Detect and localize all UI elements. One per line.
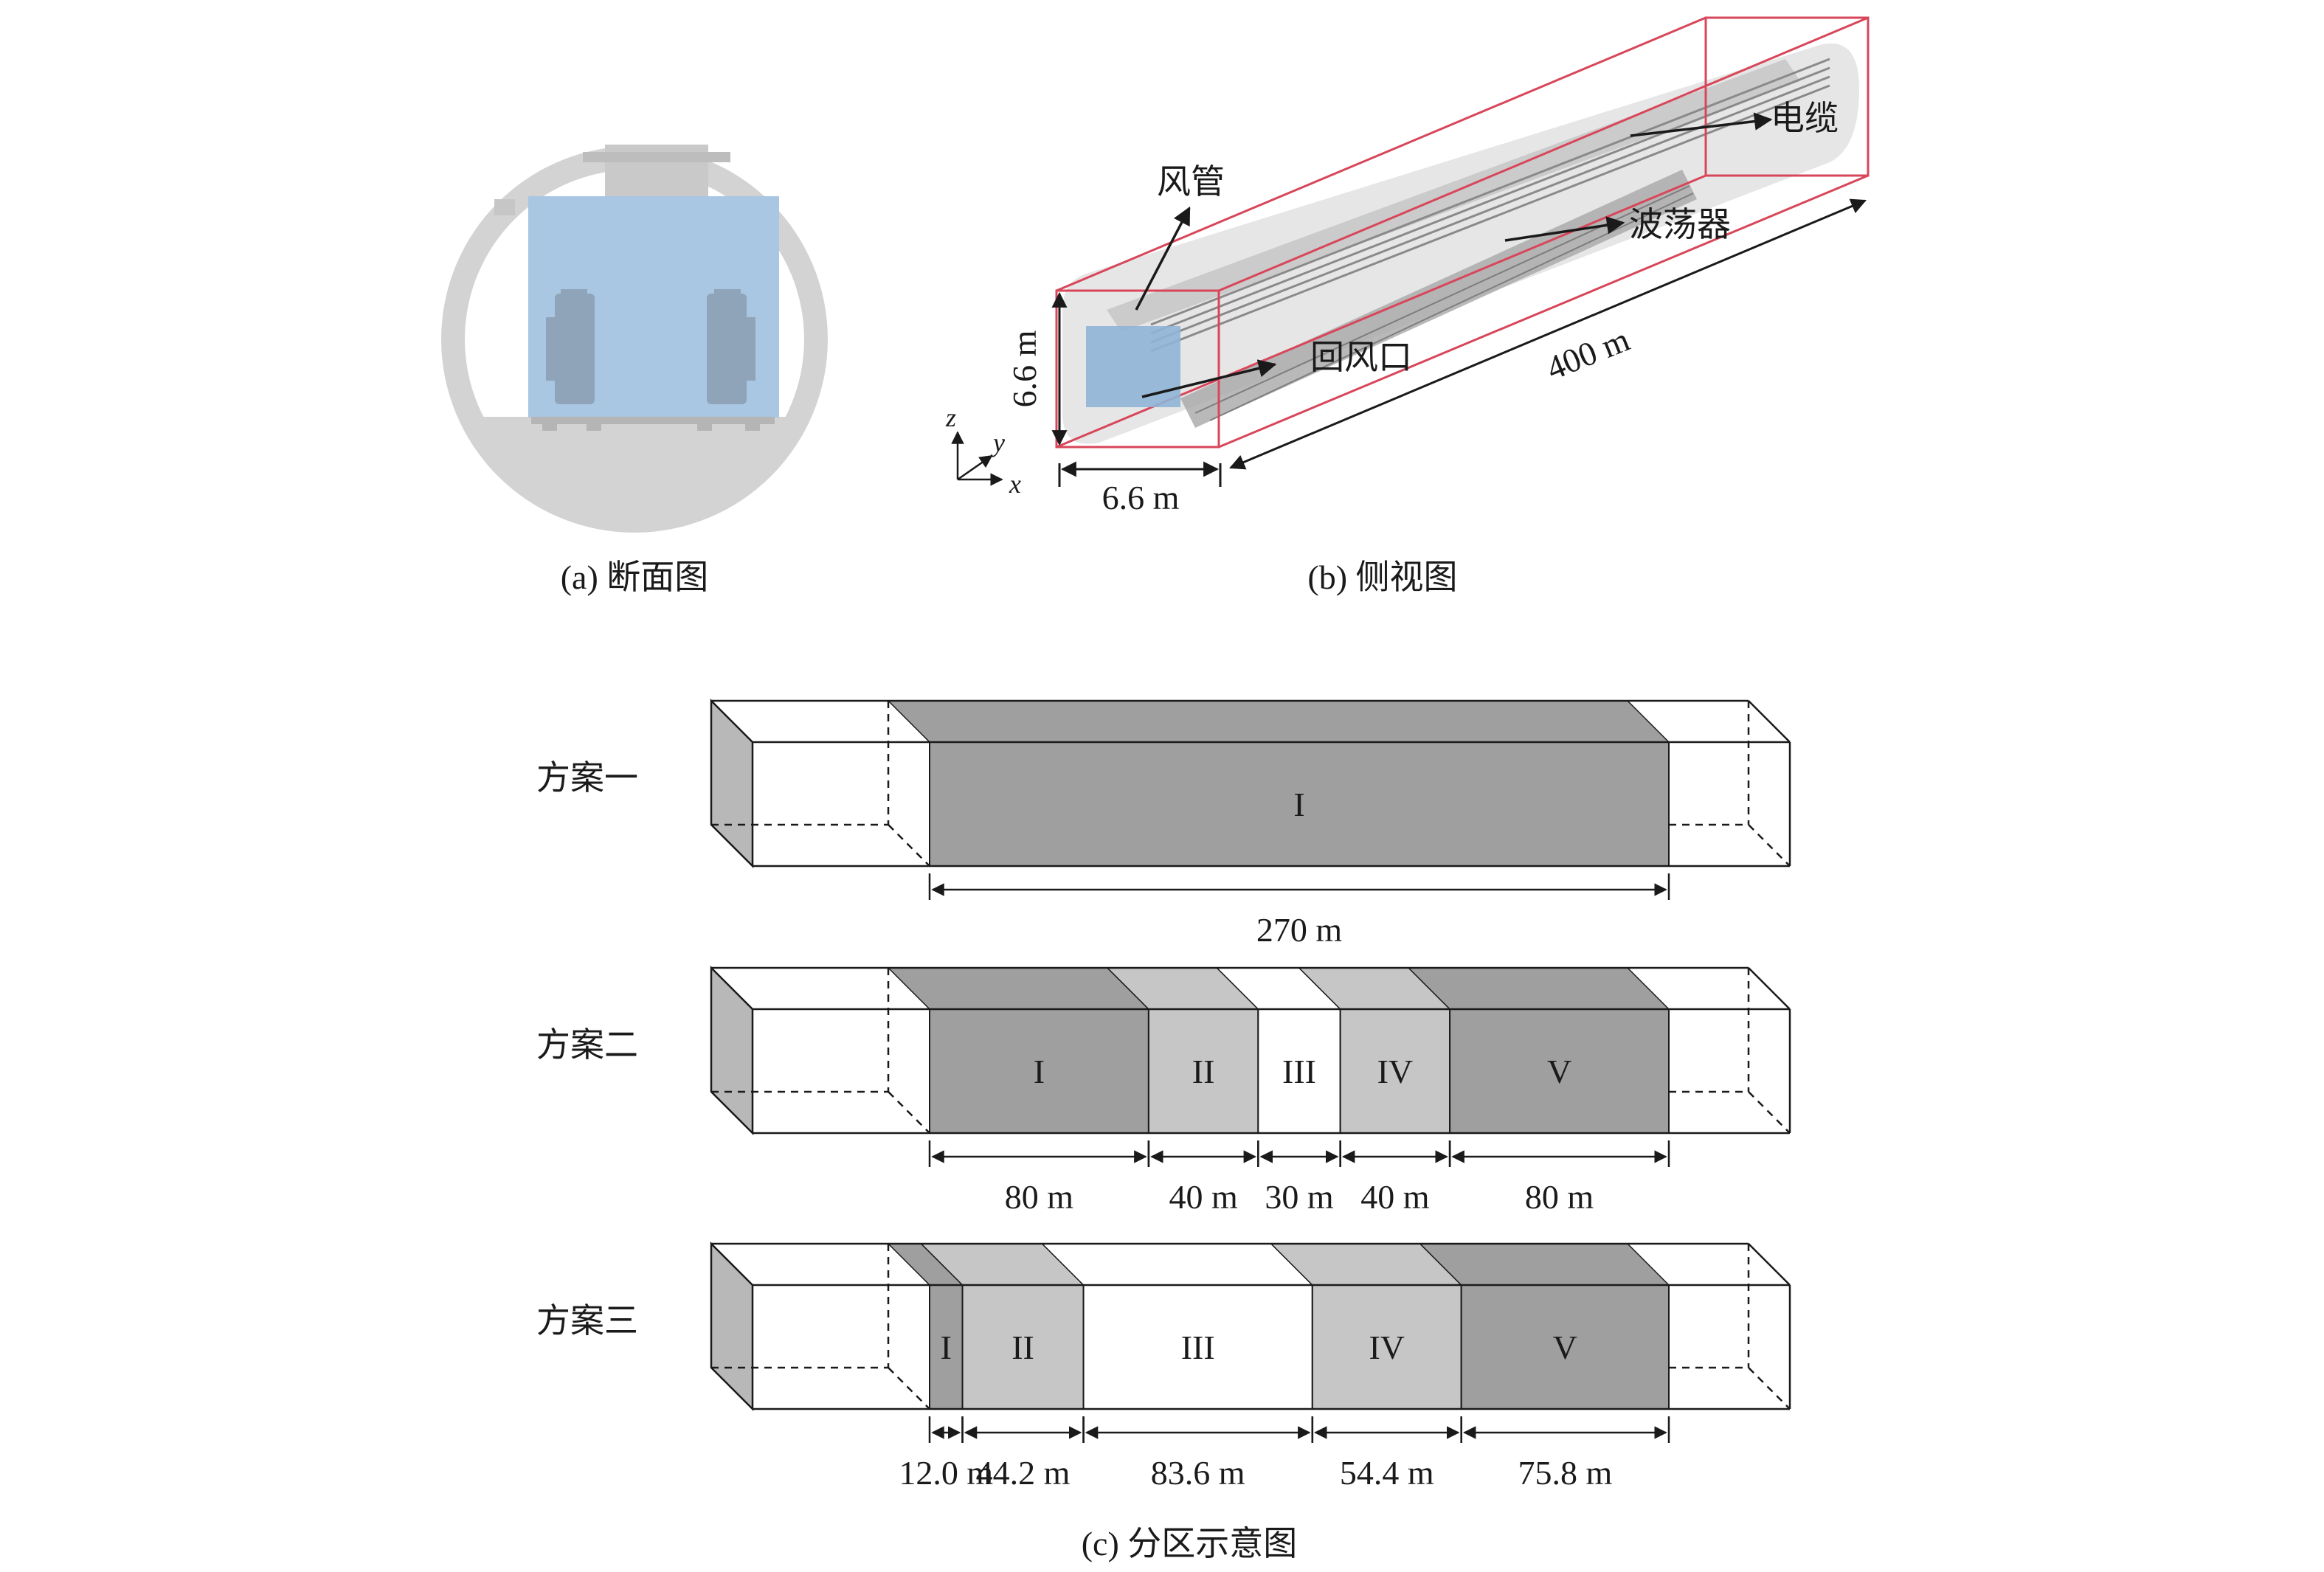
zone-length-label: 40 m (1360, 1178, 1430, 1216)
hidden-edge (888, 1091, 930, 1134)
zone-length-label: 270 m (1256, 911, 1343, 949)
zone-label: I (941, 1329, 952, 1366)
dim-width-label: 6.6 m (1102, 479, 1180, 516)
axis-y: y (991, 428, 1005, 457)
zone-front-face (1449, 1008, 1670, 1134)
tunnel-edge (1748, 1243, 1791, 1286)
zone-front-face (929, 1008, 1149, 1134)
zone-top-face (1407, 967, 1670, 1010)
zone-label: IV (1377, 1053, 1414, 1090)
label-duct: 风管 (1157, 163, 1225, 201)
zone-label: II (1192, 1053, 1215, 1090)
zone-length-label: 44.2 m (976, 1454, 1071, 1492)
scheme-1: I 270 m 方案一 (536, 698, 1791, 949)
zone-front-face (1460, 1284, 1670, 1410)
tunnel-end-cap (710, 1241, 754, 1412)
tunnel-end-cap (710, 965, 754, 1136)
label-undulator: 波荡器 (1629, 206, 1731, 243)
zone-length-label: 75.8 m (1518, 1454, 1612, 1492)
return-air-square (1086, 326, 1180, 407)
scheme-name: 方案一 (536, 759, 638, 797)
hidden-edge (1748, 1367, 1791, 1410)
zone-length-label: 80 m (1525, 1178, 1594, 1216)
zone-top-face (1418, 1243, 1670, 1286)
label-cable: 电缆 (1771, 100, 1839, 137)
arrow-cable (1630, 112, 1773, 137)
dim-height-label: 6.6 m (1006, 330, 1043, 407)
zone-label: I (1034, 1053, 1045, 1090)
zone-label: IV (1369, 1329, 1405, 1366)
zone-top-face (887, 700, 1670, 743)
zone-length-label: 80 m (1005, 1178, 1074, 1216)
zone-label: III (1282, 1053, 1316, 1090)
zone-front-face (929, 741, 1670, 867)
tunnel-edge (1748, 700, 1791, 743)
zone-front-face (1339, 1008, 1451, 1134)
tunnel-end-cap (710, 698, 754, 869)
zone-length-label: 54.4 m (1340, 1454, 1434, 1492)
zone-length-label: 40 m (1169, 1178, 1238, 1216)
zone-top-face (1040, 1243, 1314, 1286)
hidden-edge (1748, 1091, 1791, 1134)
scheme-name: 方案三 (536, 1302, 638, 1340)
tunnel-floor (457, 417, 812, 516)
zone-length-label: 83.6 m (1151, 1454, 1245, 1492)
arrow-duct (1135, 206, 1191, 311)
zone-top-face (887, 967, 1150, 1010)
cross-section-view: (a) 断面图 (441, 145, 828, 596)
zone-length-label: 12.0 m (899, 1454, 993, 1492)
axis-triad (951, 431, 1003, 486)
tunnel-edge (1748, 967, 1791, 1010)
scheme-name: 方案二 (536, 1026, 638, 1064)
zone-front-face (1147, 1008, 1259, 1134)
axis-z: z (945, 403, 956, 432)
hidden-edge (1748, 824, 1791, 867)
caption-b: (b) 侧视图 (1307, 558, 1457, 596)
zone-front-face (1082, 1284, 1313, 1410)
zone-front-face (1257, 1008, 1341, 1134)
caption-c: (c) 分区示意图 (1082, 1525, 1298, 1562)
side-view: 风管 电缆 波荡器 回风口 6.6 m 6.6 m 400 m z y x (b… (945, 16, 1870, 596)
zone-label: V (1547, 1053, 1571, 1090)
hidden-edge (888, 824, 930, 867)
zone-length-label: 30 m (1265, 1178, 1334, 1216)
axis-x: x (1009, 469, 1021, 499)
zone-label: V (1553, 1329, 1577, 1366)
label-return-air: 回风口 (1310, 339, 1412, 376)
zone-label: II (1011, 1329, 1034, 1366)
zone-label: III (1181, 1329, 1215, 1366)
zone-label: I (1293, 786, 1304, 823)
length-dim-line (1229, 198, 1867, 470)
hidden-edge (888, 1367, 930, 1410)
caption-a: (a) 断面图 (561, 558, 709, 596)
